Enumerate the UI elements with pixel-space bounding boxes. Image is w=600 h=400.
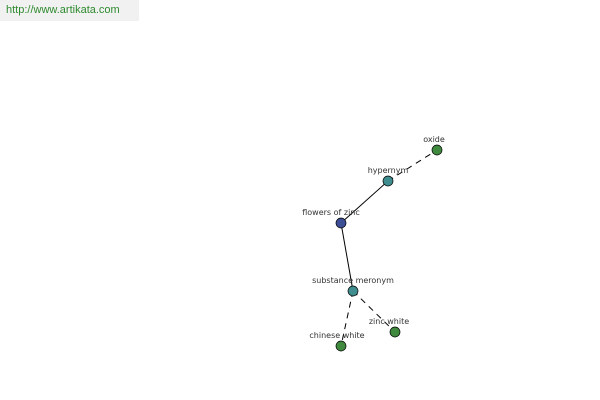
node-label-zinc: zinc white — [369, 317, 409, 326]
edge-substance-zinc — [352, 290, 396, 333]
node-dot-oxide[interactable] — [431, 144, 443, 156]
node-label-chinese: chinese white — [309, 331, 364, 340]
edge-substance-chinese — [340, 290, 354, 347]
node-dot-flowers[interactable] — [335, 217, 347, 229]
edges-layer — [340, 149, 438, 347]
edge-flowers-substance — [340, 222, 354, 292]
edge-hypernym-oxide — [387, 149, 438, 182]
edge-flowers-hypernym — [340, 180, 389, 224]
node-label-flowers: flowers of zinc — [302, 208, 360, 217]
node-oxide[interactable]: oxide — [423, 135, 445, 156]
node-hypernym[interactable]: hypernym — [368, 166, 409, 187]
node-dot-substance[interactable] — [347, 285, 359, 297]
node-flowers[interactable]: flowers of zinc — [302, 208, 360, 229]
node-zinc[interactable]: zinc white — [369, 317, 409, 338]
node-label-oxide: oxide — [423, 135, 445, 144]
node-label-hypernym: hypernym — [368, 166, 409, 175]
nodes-layer: flowers of zinc hypernym oxide substance me… — [302, 135, 445, 352]
node-dot-zinc[interactable] — [389, 326, 401, 338]
node-chinese[interactable]: chinese white — [309, 331, 365, 352]
node-dot-hypernym[interactable] — [382, 175, 394, 187]
node-dot-chinese[interactable] — [335, 340, 347, 352]
url-banner[interactable]: http://www.artikata.com — [0, 0, 139, 21]
node-substance[interactable]: substance meronym — [312, 276, 394, 297]
node-label-substance: substance meronym — [312, 276, 394, 285]
